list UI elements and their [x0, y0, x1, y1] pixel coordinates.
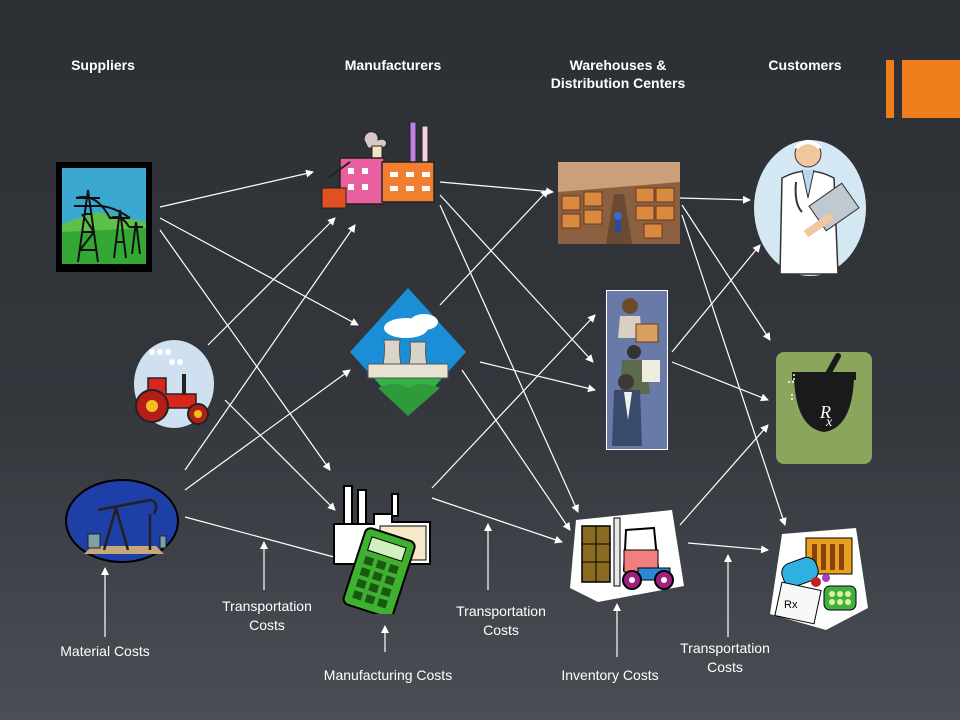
warehouse-icon [558, 162, 680, 244]
manufacturing-costs-label: Manufacturing Costs [323, 667, 453, 683]
tractor-icon [134, 340, 214, 428]
arrow-plant-to-forklift [461, 369, 571, 531]
arrow-factory-to-warehouse [439, 181, 554, 196]
arrow-warehouse-to-pharmacy [681, 204, 771, 341]
header-warehouses-line1: Warehouses & [569, 57, 667, 73]
doctor-icon [754, 140, 866, 276]
transportation-costs-label-2: Transportation Costs [440, 602, 562, 640]
arrow-oil-to-factory [184, 224, 356, 471]
transportation-costs-label-1-line1: Transportation [222, 598, 312, 614]
material-costs-label: Material Costs [60, 643, 150, 659]
transportation-costs-label-3-line2: Costs [707, 659, 743, 675]
power-lines-icon [56, 162, 152, 272]
arrow-warehouse-to-medicine [681, 214, 787, 526]
arrow-workers-to-pharmacy [671, 361, 769, 402]
arrow-calc-factory-to-workers [431, 314, 596, 489]
transportation-costs-label-3: Transportation Costs [664, 639, 786, 677]
transportation-costs-label-2-line2: Costs [483, 622, 519, 638]
arrow-oil-to-calc-factory [184, 516, 346, 563]
arrow-calc-factory-to-forklift [431, 497, 563, 544]
medicine-icon: Rx [770, 528, 868, 630]
arrow-power-to-calc-factory [159, 229, 331, 471]
forklift-icon [570, 510, 684, 602]
transportation-costs-label-1: Transportation Costs [206, 597, 328, 635]
accent-bar-thin [886, 60, 894, 118]
svg-text:R: R [819, 402, 831, 422]
header-customers: Customers [768, 57, 842, 73]
transportation-costs-label-2-line1: Transportation [456, 603, 546, 619]
arrow-power-to-plant [159, 217, 359, 326]
svg-text:x: x [825, 415, 833, 430]
transportation-costs-label-1-line2: Costs [249, 617, 285, 633]
arrow-factory-to-workers [439, 194, 594, 363]
factory-icon [321, 121, 435, 209]
arrow-tractor-to-factory [207, 217, 336, 346]
oil-pump-icon [65, 479, 179, 563]
arrow-forklift-to-medicine [687, 542, 769, 554]
svg-text:Rx: Rx [784, 599, 798, 611]
inventory-costs-label: Inventory Costs [561, 667, 659, 683]
header-suppliers: Suppliers [71, 57, 135, 73]
pharmacy-icon: R x [776, 352, 872, 464]
arrow-plant-to-warehouse [439, 189, 549, 306]
arrow-tractor-to-calc-factory [224, 399, 336, 511]
factory-calculator-icon [333, 485, 431, 614]
arrow-workers-to-doctor [671, 244, 761, 353]
arrow-oil-to-plant [184, 369, 351, 491]
header-warehouses: Warehouses & Distribution Centers [528, 56, 708, 92]
arrow-factory-to-forklift [439, 204, 579, 513]
header-warehouses-line2: Distribution Centers [550, 75, 686, 91]
arrow-forklift-to-pharmacy [679, 424, 769, 526]
arrow-power-to-factory [159, 169, 314, 208]
header-manufacturers: Manufacturers [344, 57, 442, 73]
workers-icon [606, 290, 668, 450]
arrow-warehouse-to-doctor [679, 195, 751, 204]
power-plant-icon [350, 288, 466, 416]
transportation-costs-label-3-line1: Transportation [680, 640, 770, 656]
accent-bar-thick [902, 60, 960, 118]
